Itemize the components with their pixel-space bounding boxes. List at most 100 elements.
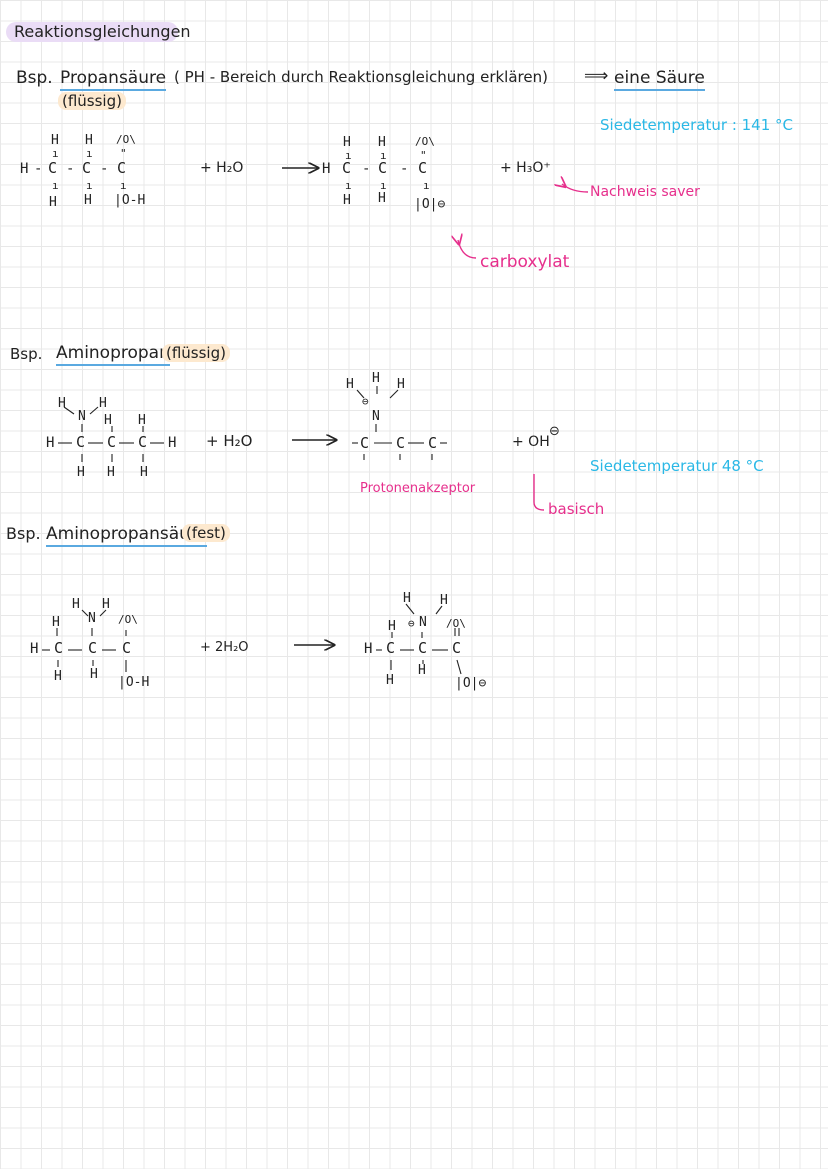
atom-o-h: |O-H (118, 675, 150, 690)
ex2-bonds (58, 386, 447, 462)
atom-c: C (378, 159, 388, 177)
ex1-proof: Nachweis saver (590, 184, 700, 200)
atom-h: H (107, 465, 115, 480)
atom-h: H (364, 641, 373, 657)
bond-double: " (420, 149, 427, 162)
ex2-bsp: Bsp. (10, 345, 43, 363)
atom-h: H (440, 593, 448, 608)
bond-v: ı (52, 179, 59, 192)
bond-h: - (362, 161, 371, 177)
atom-n: N (372, 409, 380, 424)
atom-o-double: /O\ (446, 617, 466, 630)
ex3-name: Aminopropansäure (46, 524, 208, 547)
atom-c: C (54, 639, 64, 657)
atom-h: H (372, 371, 380, 386)
bond-v: ı (345, 179, 352, 192)
atom-c: C (396, 434, 406, 452)
atom-h: H (90, 667, 98, 682)
atom-h: H (343, 193, 351, 208)
atom-o-double: /O\ (415, 135, 435, 148)
ex3-state: (fest) (182, 524, 230, 542)
atom-h: H (72, 597, 80, 612)
atom-o-minus: |O|⊖ (455, 676, 487, 691)
bond-v: ı (52, 147, 59, 160)
atom-c: C (428, 434, 438, 452)
atom-h: H (104, 413, 112, 428)
atom-c: C (88, 639, 98, 657)
ex1-state: (flüssig) (58, 92, 126, 110)
atom-h: H (388, 619, 396, 634)
atom-h: H (386, 673, 394, 688)
atom-c: C (82, 159, 92, 177)
atom-c: C (418, 639, 428, 657)
atom-c: C (76, 433, 86, 451)
ex2-charge: ⊖ (549, 424, 560, 439)
bond-v: ı (423, 179, 430, 192)
atom-h: H (343, 135, 351, 150)
atom-h: H (102, 597, 110, 612)
bond-h: - (66, 161, 75, 177)
ex1-boiling: Siedetemperatur : 141 °C (600, 116, 794, 134)
atom-h: H (346, 377, 354, 392)
atom-h: H (322, 161, 331, 177)
title-highlight (6, 22, 178, 42)
bond-v: ı (120, 179, 127, 192)
ex2-basic: basisch (548, 500, 605, 518)
atom-h: H (46, 435, 55, 451)
atom-h: H (77, 465, 85, 480)
pink-arrow-carboxylat (458, 240, 477, 259)
ex1-result: eine Säure (614, 68, 705, 91)
atom-c: C (107, 433, 117, 451)
atom-h: H (168, 435, 177, 451)
charge-minus-icon: ⊖ (408, 617, 415, 630)
atom-h: H (51, 133, 59, 148)
atom-c: C (117, 159, 127, 177)
atom-c: C (122, 639, 132, 657)
atom-o-h: |O-H (114, 193, 146, 208)
ex1-name: Propansäure (60, 68, 167, 91)
atom-h: H (140, 465, 148, 480)
ex1-note: ( PH - Bereich durch Reaktionsgleichung … (174, 68, 548, 86)
atom-h: H (84, 193, 92, 208)
bond-double: " (120, 147, 127, 160)
atom-h: H (397, 377, 405, 392)
atom-h: H (49, 195, 57, 210)
ex2-state: (flüssig) (162, 344, 230, 362)
bond-h: - (34, 161, 43, 177)
charge-minus-icon: ⊖ (362, 395, 369, 408)
atom-c: C (48, 159, 58, 177)
atom-h: H (403, 591, 411, 606)
atom-c: C (386, 639, 396, 657)
atom-o-double: /O\ (116, 133, 136, 146)
atom-h: H (418, 663, 426, 678)
atom-h: H (52, 615, 60, 630)
ex2-acceptor: Protonenakzeptor (360, 481, 476, 496)
atom-c: C (418, 159, 428, 177)
atom-h: H (138, 413, 146, 428)
atom-h: H (378, 135, 386, 150)
atom-c: C (138, 433, 148, 451)
atom-c: C (342, 159, 352, 177)
atom-o-minus: |O|⊖ (414, 197, 446, 212)
bond-v: ı (86, 147, 93, 160)
atom-h: H (20, 161, 29, 177)
atom-c: C (360, 434, 370, 452)
atom-h: H (54, 669, 62, 684)
ex2-boiling: Siedetemperatur 48 °C (590, 457, 764, 475)
pink-arrow-proof (562, 184, 589, 193)
ex3-bsp: Bsp. (6, 524, 41, 543)
bond-v: ı (345, 149, 352, 162)
bond-v: ı (86, 179, 93, 192)
ex1-implies: ⟹ (584, 66, 609, 86)
atom-n: N (88, 611, 96, 626)
bond-v: ı (380, 179, 387, 192)
ex1-plus-water: + H₂O (200, 160, 244, 176)
ex2-plus-product: + OH (512, 434, 550, 450)
ex1-bsp: Bsp. (16, 68, 53, 88)
atom-n: N (78, 409, 86, 424)
atom-h: H (30, 641, 39, 657)
atom-h: H (58, 396, 66, 411)
ex1-carboxylat: carboxylat (480, 252, 570, 272)
atom-h: H (99, 396, 107, 411)
